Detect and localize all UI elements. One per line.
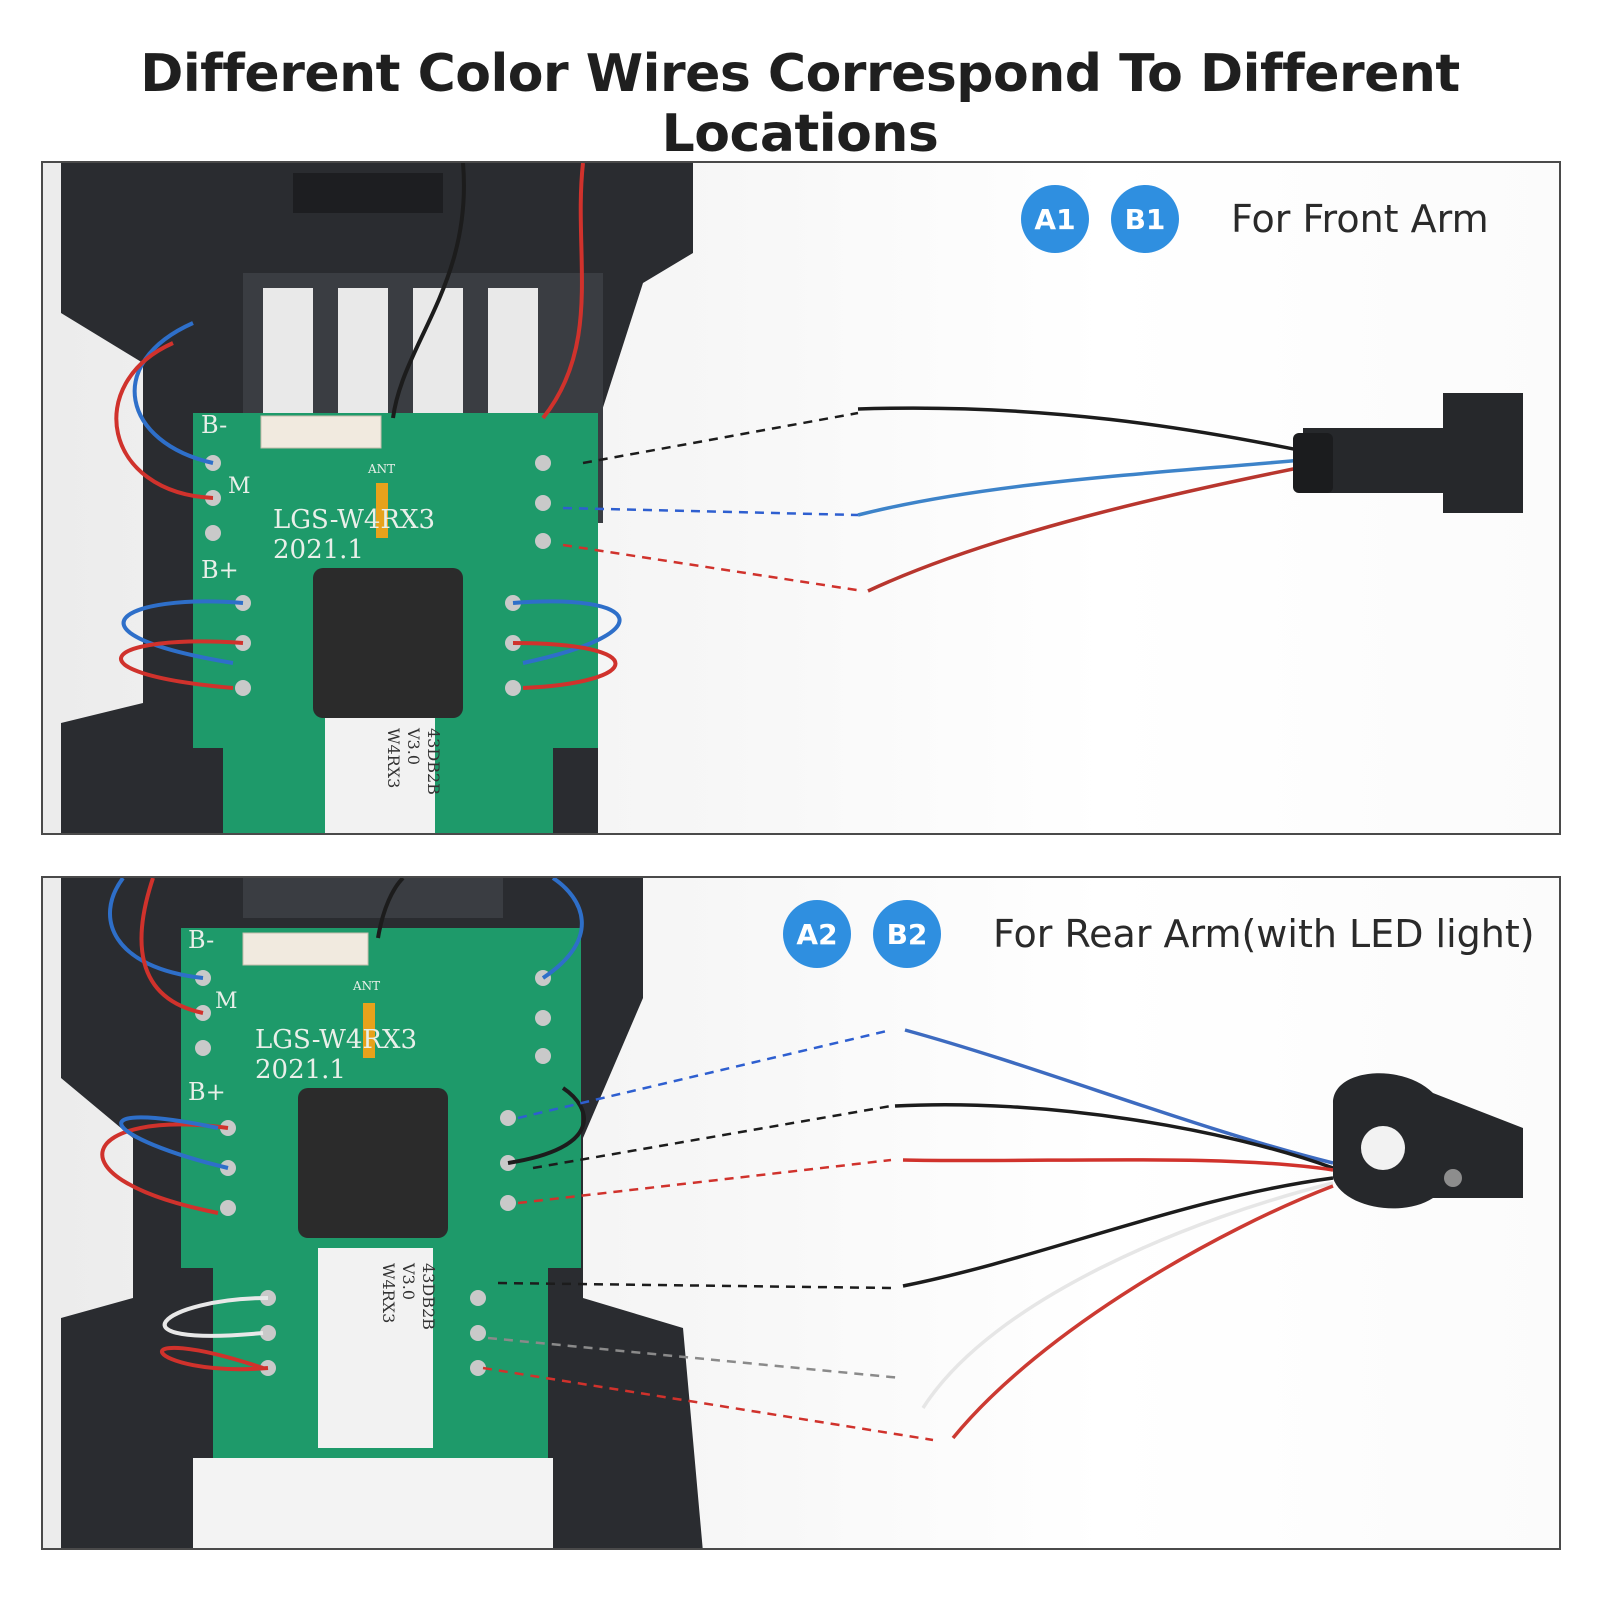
- pcb-label-ant: ANT: [352, 979, 380, 993]
- rear-arm-label-row: A2 B2 For Rear Arm(with LED light): [783, 900, 1535, 968]
- pcb-label-b-plus: B+: [188, 1078, 226, 1106]
- leader-lines: [482, 1028, 934, 1442]
- sticker-line-2: V3.0: [404, 727, 423, 765]
- pcb-label-m: M: [228, 474, 251, 499]
- sticker-line-3: 43DB2B: [419, 1263, 438, 1330]
- pcb-label-date: 2021.1: [255, 1055, 346, 1085]
- pcb-label-model: LGS-W4RX3: [255, 1025, 417, 1055]
- rear-arm-panel: B- B+ M LGS-W4RX3 2021.1 ANT W4RX3 V3.0 …: [41, 876, 1561, 1550]
- leader-lines: [562, 411, 864, 593]
- board-wires: [114, 163, 622, 690]
- pcb-label-b-minus: B-: [201, 411, 227, 439]
- front-arm-label-row: A1 B1 For Front Arm: [1021, 185, 1489, 253]
- rear-arm-illustration: B- B+ M LGS-W4RX3 2021.1 ANT W4RX3 V3.0 …: [61, 878, 1523, 1548]
- badge-a1: A1: [1021, 185, 1089, 253]
- sticker-line-1: W4RX3: [384, 728, 403, 788]
- pcb-label-m: M: [215, 989, 238, 1014]
- badge-b2: B2: [873, 900, 941, 968]
- front-arm-panel: B- B+ M LGS-W4RX3 2021.1 ANT W4RX3 V3.0 …: [41, 161, 1561, 835]
- badge-a2: A2: [783, 900, 851, 968]
- badge-b1: B1: [1111, 185, 1179, 253]
- pcb-board: B- B+ M LGS-W4RX3 2021.1 ANT W4RX3 V3.0 …: [193, 411, 598, 833]
- sticker-line-1: W4RX3: [379, 1263, 398, 1323]
- front-arm-illustration: B- B+ M LGS-W4RX3 2021.1 ANT W4RX3 V3.0 …: [61, 163, 1523, 833]
- board-wires: [100, 878, 586, 1372]
- sticker-line-3: 43DB2B: [424, 728, 443, 795]
- pcb-label-model: LGS-W4RX3: [273, 505, 435, 535]
- front-arm-label: For Front Arm: [1231, 197, 1489, 241]
- front-arm-part: [1293, 393, 1523, 513]
- page-title: Different Color Wires Correspond To Diff…: [140, 44, 1460, 164]
- rear-arm-label: For Rear Arm(with LED light): [993, 912, 1535, 956]
- pcb-label-b-plus: B+: [201, 556, 239, 584]
- arm-wires: [857, 406, 1314, 593]
- pcb-label-date: 2021.1: [273, 535, 364, 565]
- pcb-board: B- B+ M LGS-W4RX3 2021.1 ANT W4RX3 V3.0 …: [181, 926, 581, 1458]
- arm-wires: [894, 1028, 1334, 1440]
- rear-arm-part: [1333, 1073, 1523, 1209]
- pcb-label-ant: ANT: [367, 462, 395, 476]
- pcb-label-b-minus: B-: [188, 926, 214, 954]
- sticker-line-2: V3.0: [399, 1262, 418, 1300]
